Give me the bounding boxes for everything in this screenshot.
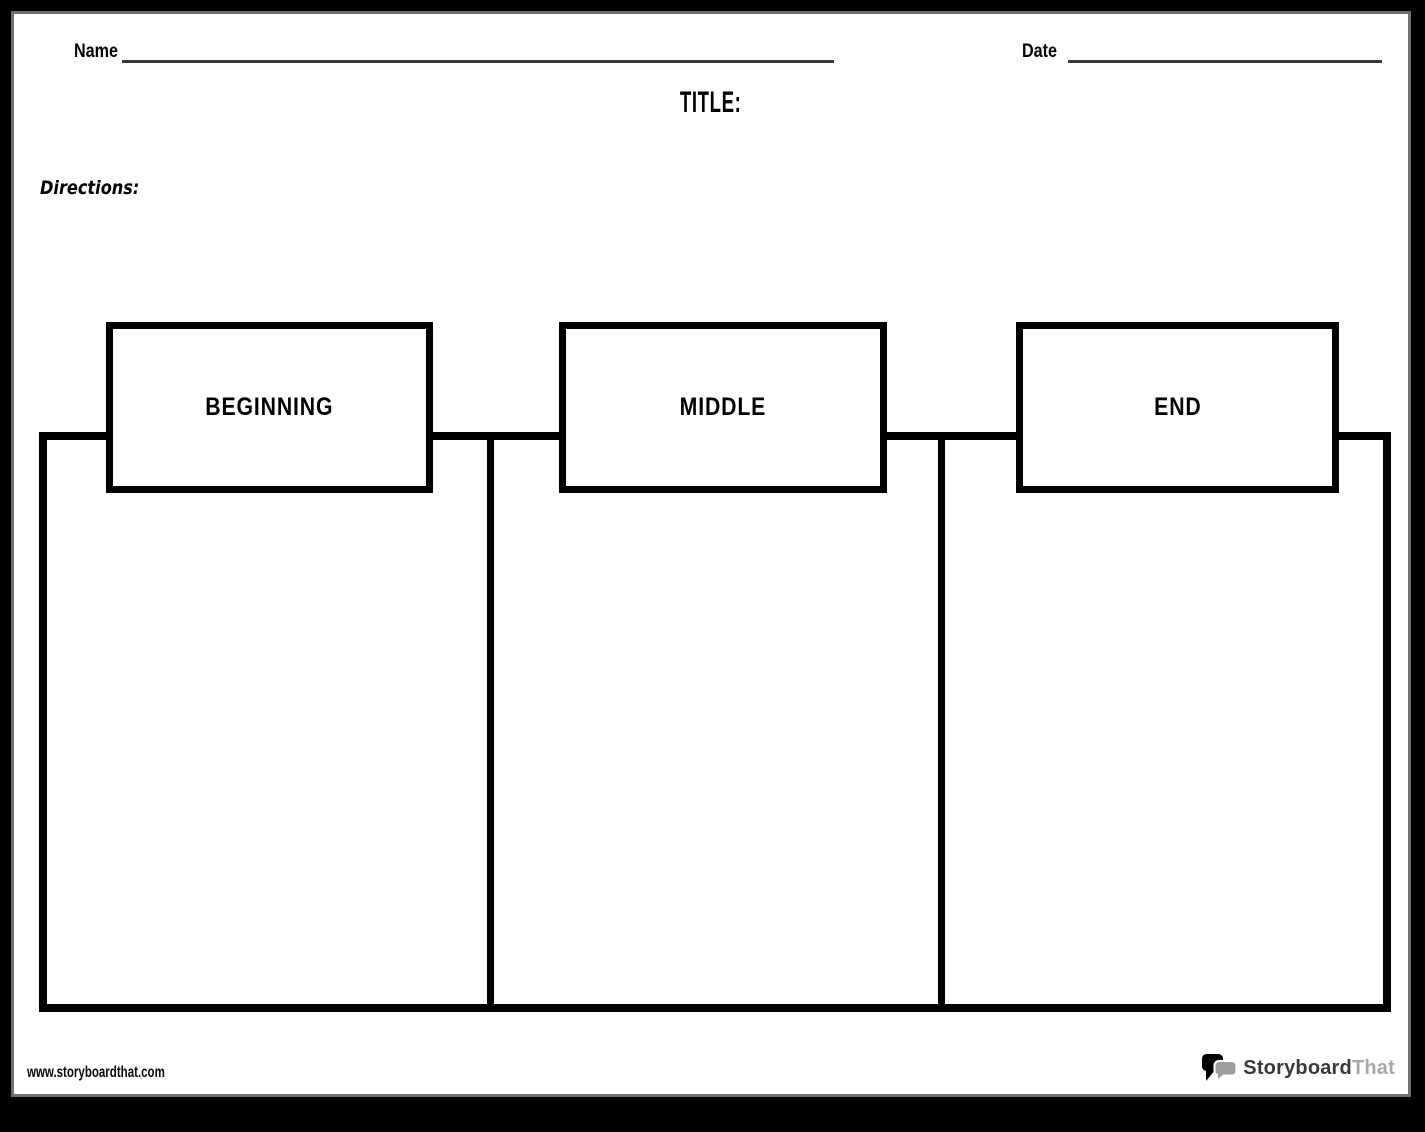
name-label: Name: [74, 41, 118, 62]
worksheet-title-row: TITLE:: [14, 88, 1408, 118]
date-write-line[interactable]: [1068, 60, 1382, 63]
date-label: Date: [1022, 41, 1058, 62]
section-label: END: [1153, 393, 1202, 421]
column-divider: [938, 432, 945, 1012]
section-label-box-beginning: BEGINNING: [106, 322, 433, 493]
column-divider: [487, 432, 494, 1012]
section-label-box-end: END: [1016, 322, 1339, 493]
content-area-middle[interactable]: [494, 440, 938, 1004]
storyboardthat-logo: StoryboardThat: [1202, 1051, 1395, 1085]
name-write-line[interactable]: [122, 60, 834, 63]
speech-bubbles-icon: [1202, 1053, 1238, 1081]
content-area-end[interactable]: [945, 440, 1383, 1004]
worksheet-page: Name Date TITLE: Directions: BEGINNING M…: [11, 11, 1411, 1097]
brand-text: StoryboardThat: [1243, 1058, 1395, 1078]
brand-text-secondary: That: [1351, 1057, 1395, 1079]
brand-text-primary: Storyboard: [1243, 1057, 1352, 1079]
section-label: BEGINNING: [205, 393, 334, 421]
worksheet-title: TITLE:: [680, 86, 742, 119]
section-label-box-middle: MIDDLE: [559, 322, 887, 493]
content-area-beginning[interactable]: [47, 440, 487, 1004]
directions-label: Directions:: [40, 177, 140, 199]
website-url: www.storyboardthat.com: [27, 1064, 165, 1081]
section-label: MIDDLE: [679, 393, 767, 421]
